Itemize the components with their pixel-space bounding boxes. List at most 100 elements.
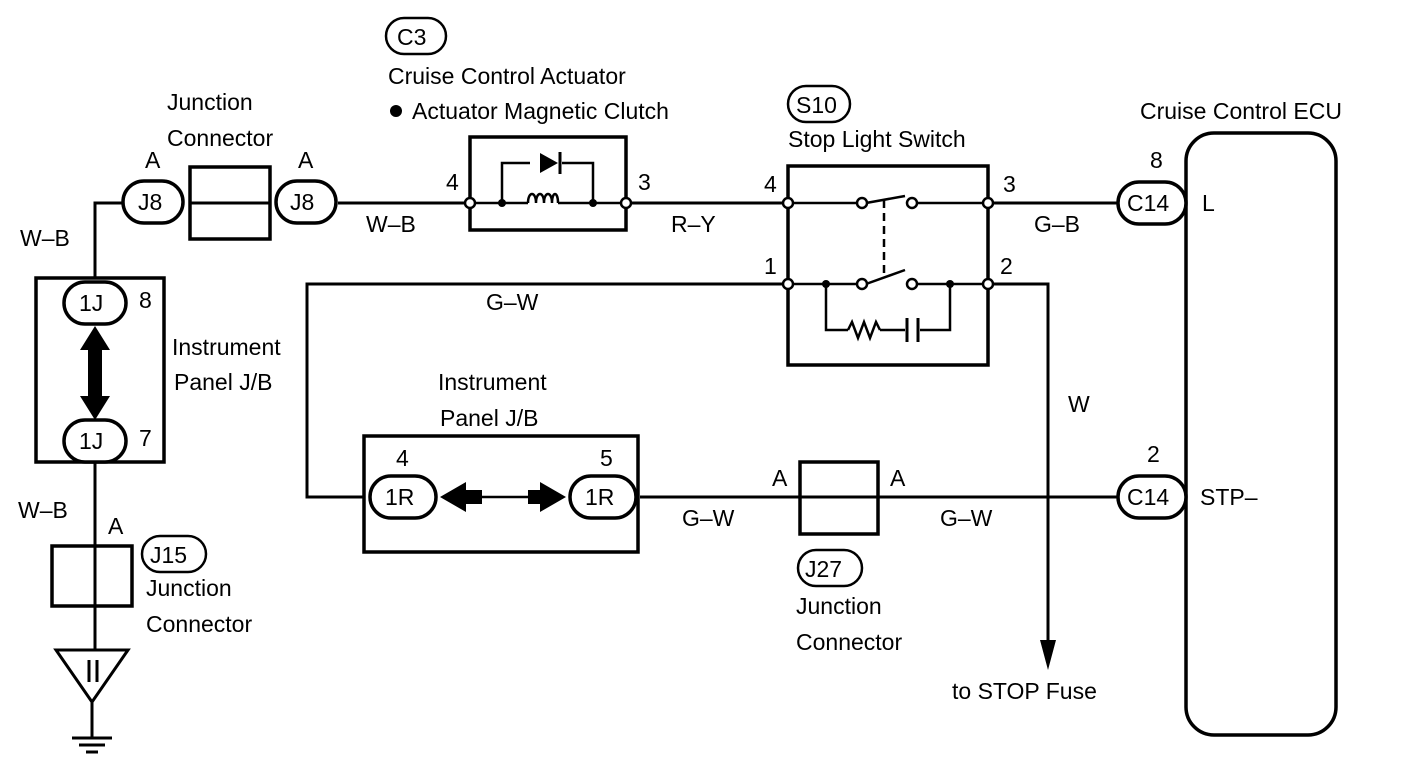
ecu-terminal-l: L [1202, 190, 1215, 216]
wire-wb-left-top [93, 201, 125, 278]
cruise-control-actuator: C3 Cruise Control Actuator Actuator Magn… [384, 16, 669, 232]
ip-jb-left-code-top: 1J [79, 290, 103, 316]
ip-jb-left-pin-top: 8 [139, 287, 152, 313]
wire-label-wb-left: W–B [20, 225, 70, 251]
j27-pin-left: A [772, 465, 788, 491]
j8-left-code: J8 [138, 189, 162, 215]
switch-top-contact-b [905, 196, 919, 210]
switch-title: Stop Light Switch [788, 126, 966, 152]
actuator-node-2 [589, 199, 597, 207]
ground-point-icon [53, 648, 131, 705]
switch-mid-contact-b [905, 277, 919, 291]
junction-j27: A A J27 Junction Connector [772, 460, 906, 655]
actuator-subtitle: Actuator Magnetic Clutch [412, 98, 669, 124]
jb-left-arrow-down-icon [80, 370, 110, 420]
switch-terminal-3 [981, 196, 995, 210]
ip-jb-mid-label-line1: Instrument [438, 369, 547, 395]
switch-mid-contact-a [855, 277, 869, 291]
switch-pin-top-right: 3 [1003, 171, 1016, 197]
bullet-icon [390, 105, 402, 117]
jb-mid-arrow-left-icon [440, 482, 482, 512]
j27-label-line2: Connector [796, 629, 902, 655]
switch-node-2 [946, 280, 954, 288]
j8-right-connector [274, 179, 338, 225]
actuator-code: C3 [397, 24, 426, 50]
switch-top-contact-a [855, 196, 869, 210]
ip-jb-mid-code-right: 1R [585, 484, 614, 510]
j8-right-code: J8 [290, 189, 314, 215]
switch-box [786, 164, 990, 367]
ip-jb-mid-code-left: 1R [385, 484, 414, 510]
capacitor-icon [905, 318, 920, 342]
ecu-box [1184, 131, 1338, 737]
ecu-conn-l-code: C14 [1127, 190, 1169, 216]
switch-pin-top-left: 4 [764, 171, 777, 197]
j8-right-pin: A [298, 147, 314, 173]
ecu-conn-stp [1116, 474, 1188, 520]
ip-jb-mid-pin-left: 4 [396, 445, 409, 471]
actuator-terminal-4 [463, 196, 477, 210]
switch-terminal-1 [781, 277, 795, 291]
actuator-terminal-3 [619, 196, 633, 210]
j15-box [50, 544, 134, 608]
j15-code: J15 [150, 542, 187, 568]
wire-label-w: W [1068, 391, 1090, 417]
ecu-conn-stp-code: C14 [1127, 484, 1169, 510]
switch-terminal-4 [781, 196, 795, 210]
wire-label-wb-top: W–B [366, 211, 416, 237]
j15-pin: A [108, 513, 124, 539]
j15-label-line1: Junction [146, 575, 232, 601]
wire-w [988, 282, 1050, 650]
ip-jb-mid-conn-right [568, 474, 638, 520]
j8-left-connector [121, 179, 185, 225]
junction-j8: Junction Connector A A J8 J8 [121, 89, 338, 241]
wire-label-wb-bottom: W–B [18, 497, 68, 523]
j15-label-line2: Connector [146, 611, 252, 637]
j27-label-line1: Junction [796, 593, 882, 619]
instrument-panel-jb-mid: Instrument Panel J/B 4 5 1R 1R [362, 369, 640, 554]
j27-code-oval [796, 548, 864, 588]
actuator-node-1 [498, 199, 506, 207]
jb-left-arrow-up-icon [80, 326, 110, 380]
wire-label-gw-mid: G–W [682, 505, 735, 531]
wire-label-gb: G–B [1034, 211, 1080, 237]
wire-label-gw-top: G–W [486, 289, 539, 315]
switch-node-1 [822, 280, 830, 288]
ip-jb-left-conn-bottom [62, 418, 128, 464]
ground-icon [72, 736, 112, 754]
coil-icon [526, 192, 560, 204]
ip-jb-mid-label-line2: Panel J/B [440, 405, 538, 431]
ip-jb-left-pin-bottom: 7 [139, 425, 152, 451]
ip-jb-left-label-line2: Panel J/B [174, 369, 272, 395]
stop-light-switch: S10 Stop Light Switch 4 3 1 2 [764, 84, 1016, 367]
ip-jb-left-label-line1: Instrument [172, 334, 281, 360]
wire-label-gw-ecu: G–W [940, 505, 993, 531]
j27-pin-right: A [890, 465, 906, 491]
switch-terminal-2 [981, 277, 995, 291]
j15-code-oval [140, 534, 208, 574]
j8-label-line1: Junction [167, 89, 253, 115]
switch-rc-branch [824, 284, 952, 332]
actuator-title: Cruise Control Actuator [388, 63, 626, 89]
ip-jb-mid-conn-left [368, 474, 438, 520]
j8-left-pin: A [145, 147, 161, 173]
j27-code: J27 [805, 556, 842, 582]
diode-icon [540, 153, 558, 173]
cruise-control-ecu: Cruise Control ECU 8 C14 L 2 C14 STP– [1116, 98, 1342, 737]
ecu-pin-stp: 2 [1147, 441, 1160, 467]
actuator-pin-left: 4 [446, 169, 459, 195]
wire-label-ry: R–Y [671, 211, 716, 237]
switch-mid-blade [865, 268, 906, 286]
ecu-pin-l: 8 [1150, 147, 1163, 173]
switch-code-oval [786, 84, 852, 124]
fuse-label: to STOP Fuse [952, 678, 1097, 704]
wire-gw-loop [305, 282, 788, 499]
ip-jb-left-code-bottom: 1J [79, 428, 103, 454]
wires [90, 201, 1192, 738]
ecu-title: Cruise Control ECU [1140, 98, 1342, 124]
instrument-panel-jb-left: 1J 8 1J 7 Instrument Panel J/B [34, 276, 281, 464]
switch-code: S10 [796, 92, 837, 118]
ecu-conn-l [1116, 180, 1188, 226]
actuator-pin-right: 3 [638, 169, 651, 195]
